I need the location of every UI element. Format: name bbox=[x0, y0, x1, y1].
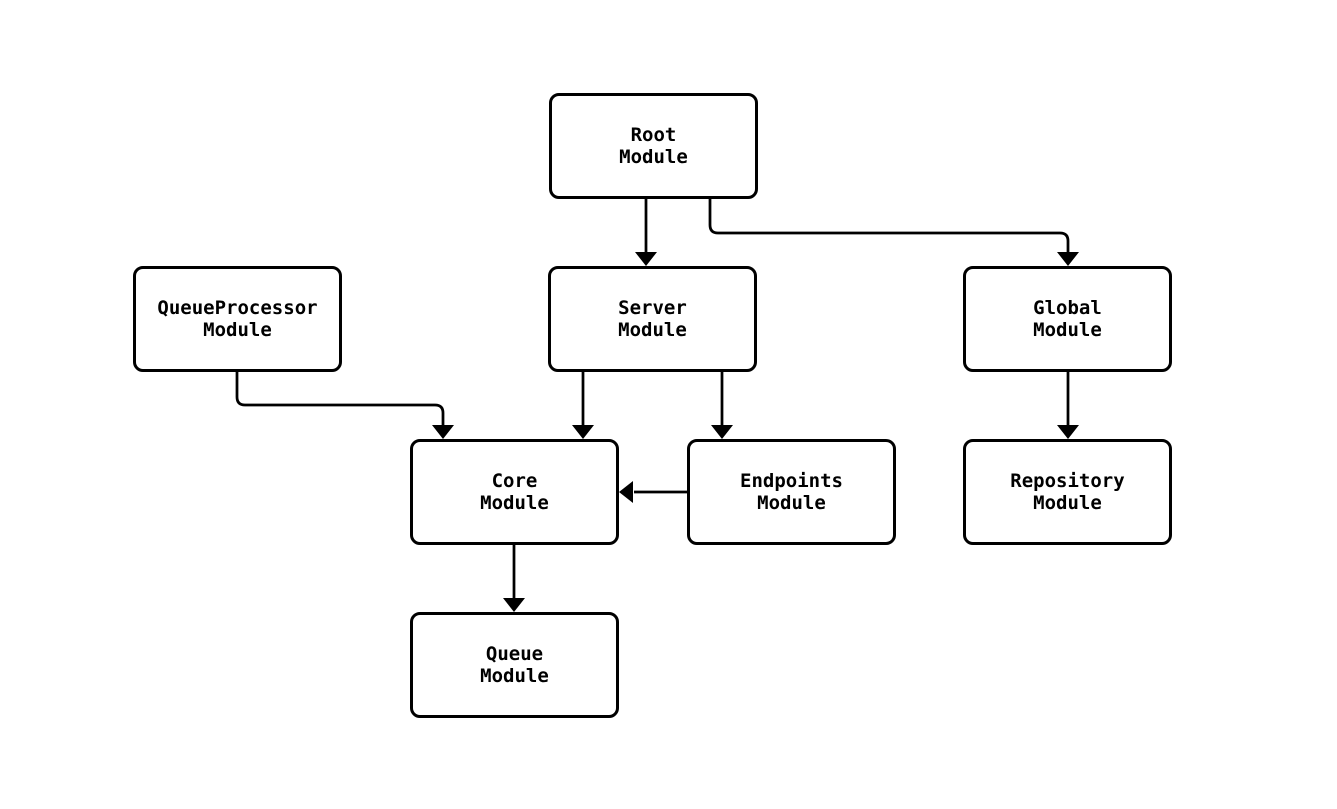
edge-global-to-repository bbox=[1057, 372, 1079, 439]
node-label-line1: Repository bbox=[1010, 470, 1125, 492]
node-repository-module: Repository Module bbox=[963, 439, 1172, 545]
node-label-line2: Module bbox=[1033, 319, 1102, 341]
node-label-line1: QueueProcessor bbox=[157, 297, 318, 319]
edge-core-to-queue bbox=[503, 545, 525, 612]
node-label-line1: Endpoints bbox=[740, 470, 843, 492]
node-core-module: Core Module bbox=[410, 439, 619, 545]
node-label-line2: Module bbox=[619, 146, 688, 168]
node-label-line2: Module bbox=[203, 319, 272, 341]
node-queue-module: Queue Module bbox=[410, 612, 619, 718]
node-root-module: Root Module bbox=[549, 93, 758, 199]
edge-root-to-global bbox=[708, 198, 1079, 266]
node-label-line1: Global bbox=[1033, 297, 1102, 319]
node-label-line1: Server bbox=[618, 297, 687, 319]
node-endpoints-module: Endpoints Module bbox=[687, 439, 896, 545]
edge-server-to-endpoints bbox=[711, 372, 733, 439]
node-label-line2: Module bbox=[757, 492, 826, 514]
edge-queueprocessor-to-core bbox=[235, 372, 454, 439]
edge-server-to-core bbox=[572, 372, 594, 439]
node-queueprocessor-module: QueueProcessor Module bbox=[133, 266, 342, 372]
node-label-line1: Root bbox=[630, 124, 677, 146]
node-label-line2: Module bbox=[1033, 492, 1102, 514]
node-global-module: Global Module bbox=[963, 266, 1172, 372]
node-label-line1: Core bbox=[491, 470, 538, 492]
node-server-module: Server Module bbox=[548, 266, 757, 372]
edge-root-to-server bbox=[635, 198, 657, 266]
node-label-line2: Module bbox=[480, 665, 549, 687]
node-label-line2: Module bbox=[618, 319, 687, 341]
edge-endpoints-to-core bbox=[619, 481, 687, 503]
node-label-line1: Queue bbox=[485, 643, 544, 665]
node-label-line2: Module bbox=[480, 492, 549, 514]
